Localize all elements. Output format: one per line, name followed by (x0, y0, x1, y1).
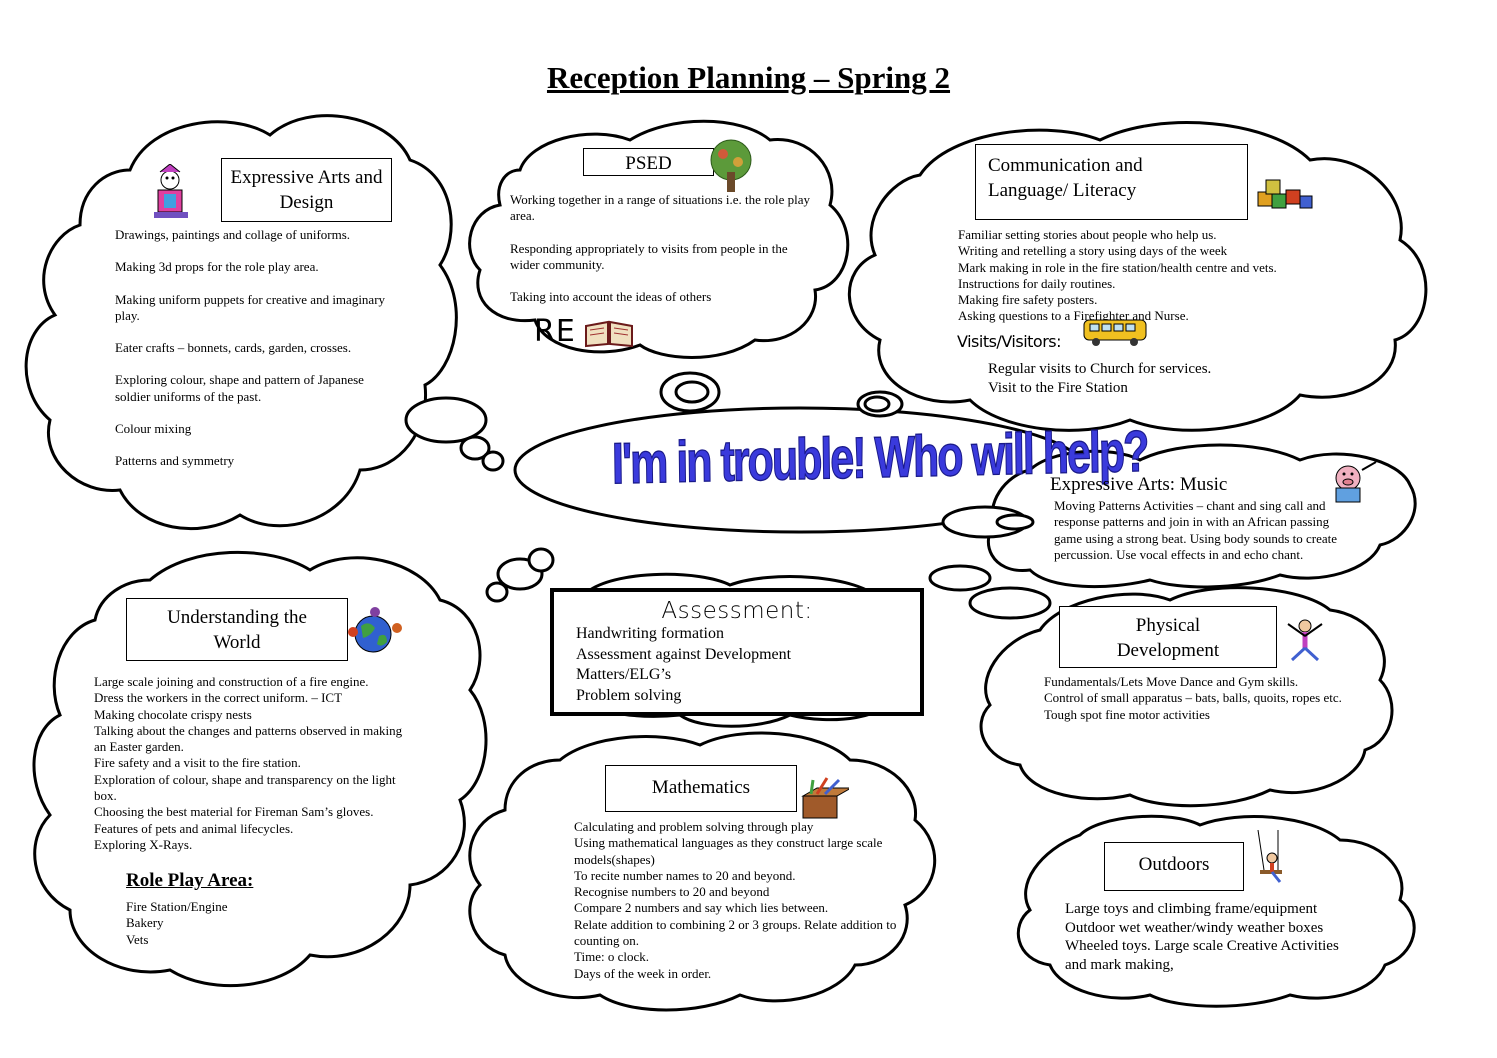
list-item: Control of small apparatus – bats, balls… (1044, 690, 1342, 706)
list-item: Large scale joining and construction of … (94, 674, 369, 689)
expressive-arts-list: Drawings, paintings and collage of unifo… (115, 227, 400, 486)
central-banner: I'm in trouble! Who will help? (611, 419, 1148, 498)
music-heading: Expressive Arts: Music (1050, 474, 1228, 495)
list-item: Making uniform puppets for creative and … (115, 291, 386, 323)
list-item: Problem solving (576, 686, 682, 704)
list-item: Eater crafts – bonnets, cards, garden, c… (115, 340, 352, 356)
understanding-heading: Understanding the World (126, 598, 348, 661)
psed-heading: PSED (583, 148, 714, 176)
list-item: Days of the week in order. (574, 965, 712, 981)
list-item: Exploring colour, shape and pattern of J… (115, 372, 364, 404)
list-item: Bakery (126, 915, 164, 931)
list-item: Fire Station/Engine (126, 899, 228, 914)
jumping-child-icon (1287, 619, 1323, 662)
list-item: Matters/ELG’s (576, 666, 672, 683)
list-item: Assessment against Development (576, 645, 792, 663)
list-item: Making 3d props for the role play area. (115, 259, 319, 275)
list-item: Recognise numbers to 20 and beyond (574, 884, 770, 900)
cloud-psed (468, 119, 850, 359)
list-item: Using mathematical languages as they con… (574, 835, 883, 867)
outdoors-heading: Outdoors (1104, 842, 1244, 891)
pig-musician-icon (1335, 461, 1377, 503)
list-item: Responding appropriately to visits from … (510, 240, 788, 272)
book-icon (585, 320, 633, 348)
list-item: Vets (126, 931, 149, 947)
list-item: Tough spot fine motor activities (1044, 706, 1210, 722)
swing-child-icon (1257, 830, 1282, 883)
list-item: Instructions for daily routines. (958, 275, 1116, 291)
re-label: RE (534, 314, 576, 349)
list-item: Making chocolate crispy nests (94, 706, 252, 722)
mathematics-heading: Mathematics (605, 765, 797, 812)
list-item: Making fire safety posters. (958, 292, 1098, 308)
clown-puppet-icon (154, 164, 188, 218)
list-item: Colour mixing (115, 421, 192, 437)
list-item: Talking about the changes and patterns o… (94, 722, 403, 755)
globe-icon (348, 607, 402, 653)
psed-list: Working together in a range of situation… (510, 192, 820, 321)
visits-label: Visits/Visitors: (957, 332, 1062, 351)
communication-heading: Communication and Language/ Literacy (975, 144, 1248, 220)
list-item: To recite number names to 20 and beyond. (574, 867, 796, 883)
list-item: Regular visits to Church for services. (988, 361, 1212, 377)
math-tools-box-icon (801, 777, 849, 819)
outdoors-list: Large toys and climbing frame/equipment … (1065, 900, 1350, 974)
list-item: Time: o clock. (574, 949, 649, 965)
physical-list: Fundamentals/Lets Move Dance and Gym ski… (1044, 674, 1354, 723)
list-item: Exploring X-Rays. (94, 836, 193, 852)
role-play-heading: Role Play Area: (126, 870, 254, 891)
school-bus-icon (1083, 319, 1147, 346)
list-item: Drawings, paintings and collage of unifo… (115, 227, 351, 242)
list-item: Calculating and problem solving through … (574, 819, 814, 834)
list-item: Handwriting formation (576, 625, 724, 642)
list-item: Compare 2 numbers and say which lies bet… (574, 900, 829, 916)
list-item: Mark making in role in the fire station/… (958, 259, 1277, 275)
role-play-list: Fire Station/Engine Bakery Vets (126, 899, 326, 948)
page-title: Reception Planning – Spring 2 (546, 60, 951, 95)
list-item: Exploration of colour, shape and transpa… (94, 771, 396, 804)
list-item: Relate addition to combining 2 or 3 grou… (574, 916, 897, 949)
physical-heading: Physical Development (1059, 606, 1277, 668)
assessment-heading: Assessment: (661, 598, 813, 624)
list-item: Choosing the best material for Fireman S… (94, 804, 374, 820)
music-text: Moving Patterns Activities – chant and s… (1054, 498, 1338, 562)
list-item: Patterns and symmetry (115, 453, 235, 469)
list-item: Fundamentals/Lets Move Dance and Gym ski… (1044, 674, 1299, 689)
assessment-box: Assessment: Handwriting formation Assess… (550, 588, 924, 716)
alphabet-blocks-icon (1257, 179, 1313, 209)
expressive-arts-heading: Expressive Arts and Design (221, 158, 392, 222)
list-item: Visit to the Fire Station (988, 379, 1128, 396)
list-item: Familiar setting stories about people wh… (958, 227, 1217, 242)
list-item: Large toys and climbing frame/equipment (1065, 901, 1318, 917)
visits-list: Regular visits to Church for services. V… (988, 360, 1308, 397)
list-item: Dress the workers in the correct uniform… (94, 690, 343, 706)
mathematics-list: Calculating and problem solving through … (574, 819, 924, 982)
tree-icon (710, 139, 752, 192)
list-item: Outdoor wet weather/windy weather boxes (1065, 919, 1324, 936)
list-item: Wheeled toys. Large scale Creative Activ… (1065, 938, 1339, 973)
list-item: Writing and retelling a story using days… (958, 243, 1228, 259)
list-item: Working together in a range of situation… (510, 192, 811, 224)
list-item: Features of pets and animal lifecycles. (94, 820, 294, 836)
understanding-list: Large scale joining and construction of … (94, 674, 404, 853)
list-item: Taking into account the ideas of others (510, 289, 712, 305)
cloud-music (986, 443, 1417, 589)
communication-list: Familiar setting stories about people wh… (958, 227, 1338, 325)
list-item: Fire safety and a visit to the fire stat… (94, 755, 301, 771)
